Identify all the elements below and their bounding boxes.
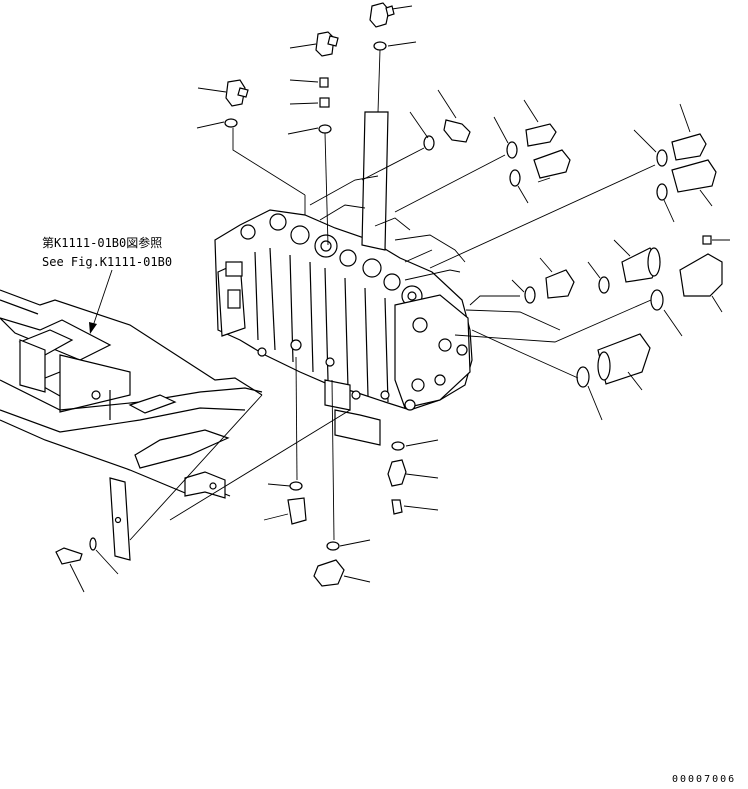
leader-slab: [361, 111, 389, 251]
frame-cutout: [128, 394, 177, 414]
reference-leader-line: [92, 269, 113, 327]
plug-b2: [391, 499, 439, 515]
tee-fitting: [679, 235, 730, 313]
adapter-5: [539, 257, 575, 299]
small-plug-2: [289, 97, 330, 108]
o-ring-r4: [656, 149, 668, 167]
o-ring-top: [373, 41, 387, 51]
page-id: 00007006: [672, 774, 736, 785]
o-ring-2: [318, 124, 332, 134]
frame-hole: [91, 390, 101, 400]
adapter-2: [533, 149, 571, 183]
frame-lug: [184, 471, 226, 499]
reference-note-japanese: 第K1111-01B0図参照: [42, 235, 162, 250]
adapter-4: [671, 159, 717, 207]
o-ring-r7: [598, 276, 610, 294]
elbow-fitting-top: [369, 2, 413, 28]
frame-box: [59, 354, 131, 413]
reference-note: 第K1111-01B0図参照 See Fig.K1111-01B0: [42, 235, 172, 334]
frame-upright: [19, 339, 46, 393]
o-ring-b3: [289, 481, 303, 491]
o-ring-r5: [656, 183, 668, 201]
adapter-b3: [263, 497, 307, 525]
flange-2: [597, 333, 651, 391]
reference-arrow-head: [89, 322, 97, 334]
o-ring-b1: [391, 441, 405, 451]
elbow-fitting-left: [197, 79, 249, 107]
o-ring-b4: [326, 541, 340, 551]
valve-left-plug: [225, 261, 243, 277]
o-ring-r9: [576, 366, 590, 388]
o-ring-r8: [650, 289, 664, 311]
small-plug-1: [289, 77, 329, 88]
o-ring-r1: [423, 135, 435, 151]
o-ring-r6: [524, 286, 536, 304]
leader-left: [232, 128, 306, 196]
elbow-fitting-bottom: [313, 559, 371, 587]
o-ring-r3: [509, 169, 521, 187]
frame-right-bracket: [134, 429, 230, 469]
elbow-fitting-2: [289, 31, 339, 57]
reference-note-english: See Fig.K1111-01B0: [42, 255, 172, 269]
bottom-fittings: [55, 356, 439, 593]
control-valve-block: [214, 209, 473, 446]
o-ring-left: [224, 118, 238, 128]
top-fittings: [196, 2, 466, 281]
o-ring-r2: [506, 141, 518, 159]
adapter-1: [523, 99, 557, 147]
leader-top-vertical: [377, 49, 381, 113]
right-fittings: [361, 89, 730, 421]
adapter-3: [671, 103, 707, 161]
washer: [89, 537, 97, 551]
flange-1: [613, 239, 661, 283]
frame-structure: [0, 289, 263, 561]
bolt: [55, 547, 85, 593]
adapter-b1: [387, 459, 439, 487]
elbow-fitting-right: [437, 89, 471, 143]
